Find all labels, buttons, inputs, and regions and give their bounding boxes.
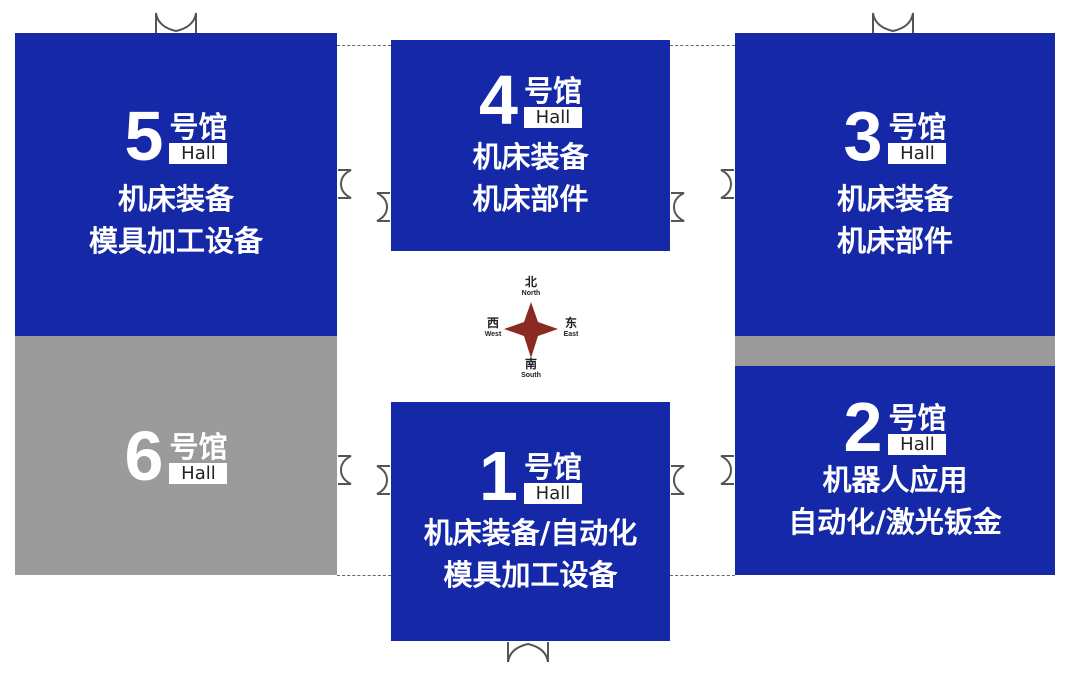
hall-category: 机床部件 <box>472 181 589 216</box>
hall-label: Hall <box>888 142 947 164</box>
hall-suffix: 号馆 <box>888 109 947 144</box>
hall-number: 1 <box>479 436 518 515</box>
hall-category: 模具加工设备 <box>88 223 263 258</box>
door-icon <box>155 12 197 33</box>
door-icon <box>671 465 685 495</box>
door-icon <box>338 169 352 199</box>
hall-category: 机床装备 <box>117 181 234 216</box>
door-icon <box>671 192 685 222</box>
walkway-line <box>337 575 391 576</box>
hall-category: 机床装备/自动化 <box>423 515 638 550</box>
door-icon <box>720 169 734 199</box>
door-icon <box>376 465 390 495</box>
walkway-line <box>670 45 735 46</box>
hall-number: 5 <box>124 96 164 175</box>
door-icon <box>720 455 734 485</box>
walkway-line <box>670 575 735 576</box>
hall-number: 6 <box>124 416 164 495</box>
hall-suffix: 号馆 <box>523 73 582 108</box>
hall-number: 4 <box>479 60 518 139</box>
hall-number: 3 <box>843 96 883 175</box>
hall-label: Hall <box>523 106 582 128</box>
door-icon <box>872 12 914 33</box>
hall-label: Hall <box>523 482 582 504</box>
hall-category: 模具加工设备 <box>443 557 618 592</box>
hall-category: 自动化/激光钣金 <box>788 504 1002 539</box>
hall-label: Hall <box>888 433 947 455</box>
hall-category: 机床装备 <box>472 139 589 174</box>
hall-suffix: 号馆 <box>523 449 582 484</box>
corridor-strip <box>735 336 1055 366</box>
hall-category: 机器人应用 <box>822 462 968 497</box>
hall-category: 机床部件 <box>836 223 953 258</box>
hall-suffix: 号馆 <box>169 109 228 144</box>
hall-category: 机床装备 <box>836 181 953 216</box>
hall-number: 2 <box>843 387 883 466</box>
compass-star-icon <box>504 302 558 358</box>
hall-suffix: 号馆 <box>169 429 228 464</box>
walkway-line <box>337 45 391 46</box>
hall-label: Hall <box>169 462 228 484</box>
hall-label: Hall <box>169 142 228 164</box>
door-icon <box>376 192 390 222</box>
door-icon <box>507 642 549 663</box>
hall-suffix: 号馆 <box>888 400 947 435</box>
door-icon <box>338 455 352 485</box>
